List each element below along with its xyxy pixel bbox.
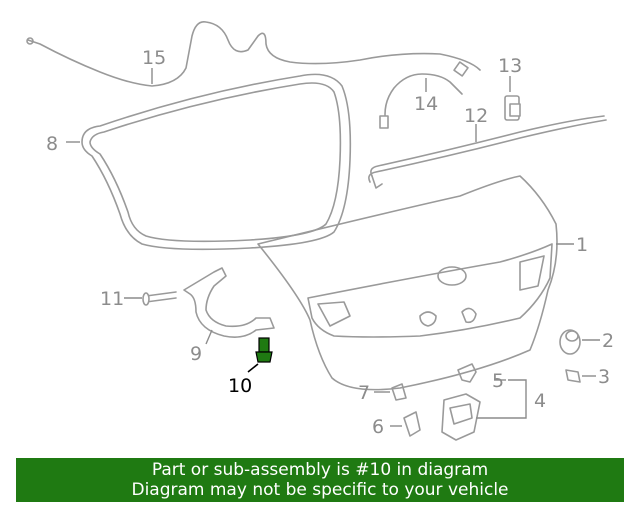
callout-15: 15: [142, 47, 166, 69]
part-6-cushion: [403, 411, 421, 437]
banner-line-part: Part or sub-assembly is #10 in diagram: [151, 460, 489, 480]
callout-13: 13: [498, 55, 522, 77]
part-7-clip: [391, 383, 407, 401]
callout-2: 2: [602, 330, 614, 352]
part-11-bolt: [142, 291, 177, 306]
callout-8: 8: [46, 133, 58, 155]
banner-line-disclaimer: Diagram may not be specific to your vehi…: [131, 480, 509, 500]
part-3-clip: [565, 369, 581, 383]
part-2-bumper: [559, 329, 581, 355]
callout-7: 7: [358, 382, 370, 404]
info-banner: Part or sub-assembly is #10 in diagram D…: [16, 458, 624, 502]
part-13-bracket: [504, 95, 521, 121]
callout-14: 14: [414, 93, 438, 115]
callout-5: 5: [492, 370, 504, 392]
callout-12: 12: [464, 105, 488, 127]
callout-4: 4: [534, 390, 546, 412]
callout-11: 11: [100, 288, 124, 310]
callout-3: 3: [598, 366, 610, 388]
part-10-bolt: [255, 337, 273, 363]
part-12-rod: [368, 115, 607, 189]
part-4-latch: [441, 393, 481, 441]
callout-1: 1: [576, 234, 588, 256]
part-14-cable: [379, 61, 469, 129]
part-8-weatherstrip: [81, 73, 352, 251]
parts-diagram: 15 8 13 14 12 1 2 3 11 9 10 5 4 7 6: [26, 20, 614, 441]
callout-6: 6: [372, 416, 384, 438]
part-15-cable: [26, 20, 481, 87]
part-5-striker: [457, 363, 477, 383]
part-9-hinge: [183, 267, 275, 338]
leader-lines: [66, 68, 600, 427]
callout-9: 9: [190, 343, 202, 365]
part-1-trunk-lid: [257, 175, 558, 391]
callout-10: 10: [228, 375, 252, 397]
